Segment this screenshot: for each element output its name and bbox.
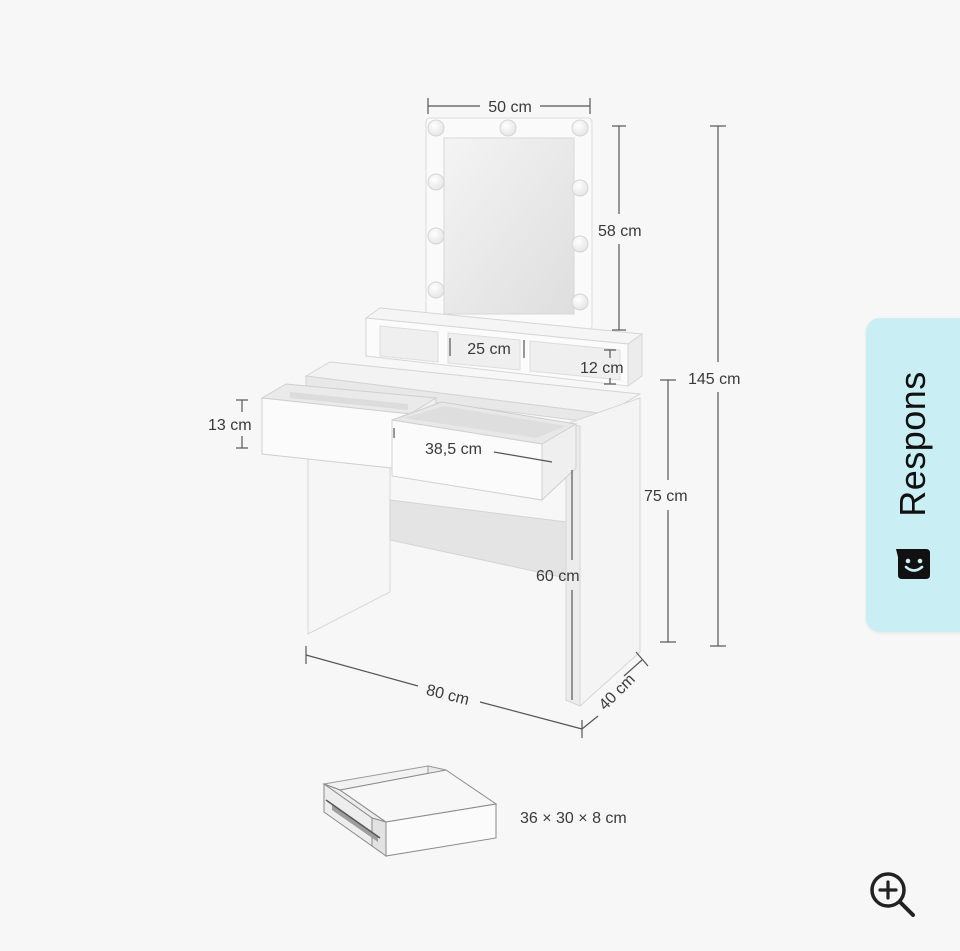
mirror-height-label: 58 cm — [598, 223, 642, 240]
mirror — [425, 117, 593, 331]
inner-drawer-size-label: 36 × 30 × 8 cm — [520, 810, 627, 827]
dimension-lines — [236, 98, 726, 738]
shelf-compartment-label: 25 cm — [467, 341, 511, 358]
drawer-width-label: 38,5 cm — [425, 441, 482, 458]
table-width-label: 80 cm — [424, 682, 470, 709]
inner-drawer-detail — [322, 765, 498, 857]
leg-clearance-label: 60 cm — [536, 568, 580, 585]
zoom-in-icon[interactable] — [866, 868, 918, 920]
top-shelf — [364, 307, 644, 387]
right-drawer — [391, 401, 578, 502]
total-height-label: 145 cm — [688, 371, 740, 388]
shelf-height-label: 12 cm — [580, 360, 624, 377]
feedback-tab[interactable] — [866, 318, 960, 632]
table-height-label: 75 cm — [644, 488, 688, 505]
mirror-width-label: 50 cm — [488, 99, 532, 116]
drawer-height-label: 13 cm — [208, 417, 252, 434]
mirror-bulbs — [427, 119, 589, 311]
feedback-tab-label[interactable]: Respons — [892, 371, 933, 517]
smiley-chat-icon[interactable] — [896, 547, 932, 581]
